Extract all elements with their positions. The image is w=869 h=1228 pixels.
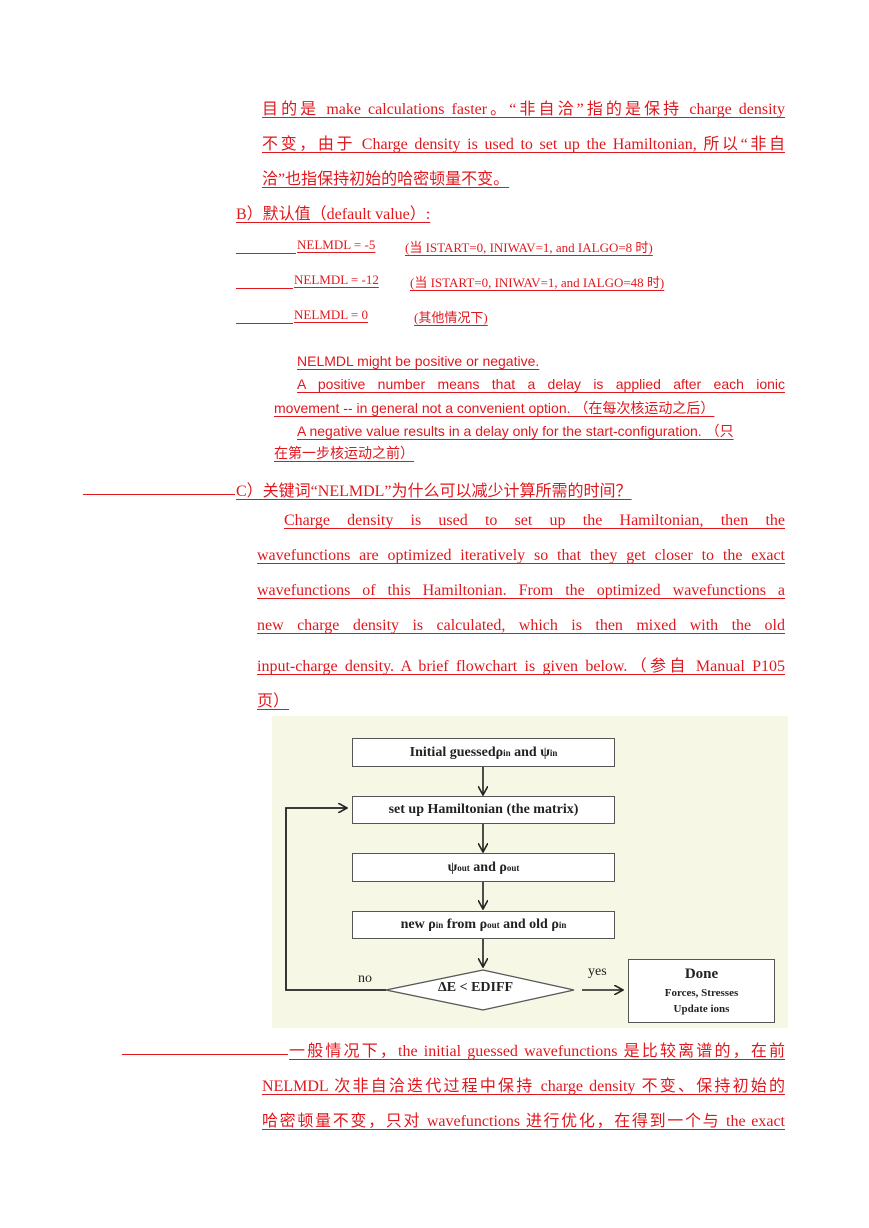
default-setting: NELMDL = -5 (297, 237, 376, 252)
paragraph-line: NELMDL 次非自洽迭代过程中保持 charge density 不变、保持初… (262, 1078, 785, 1095)
manual-note: A negative value results in a delay only… (297, 423, 734, 439)
box-done: Done Forces, Stresses Update ions (628, 959, 775, 1023)
leader-rule (83, 494, 235, 495)
done-line: Forces, Stresses (664, 987, 739, 999)
paragraph-line: 哈密顿量不变，只对 wavefunctions 进行优化，在得到一个与 the … (262, 1113, 785, 1130)
flowchart-connectors (285, 767, 788, 1011)
manual-note: movement -- in general not a convenient … (274, 400, 715, 416)
box-setup-hamiltonian: set up Hamiltonian (the matrix) (352, 796, 615, 824)
paragraph-line: Charge density is used to set up the Ham… (284, 512, 785, 529)
leader-rule (236, 288, 293, 289)
manual-note: NELMDL might be positive or negative. (297, 353, 540, 369)
manual-note: A positive number means that a delay is … (297, 376, 785, 392)
default-note: (当 ISTART=0, INIWAV=1, and IALGO=8 时) (405, 240, 653, 255)
no-label: no (358, 971, 372, 986)
done-line: Update ions (673, 1003, 730, 1015)
section-heading: C）关键词“NELMDL”为什么可以减少计算所需的时间？ (236, 483, 632, 500)
paragraph-line: 目的是 make calculations faster。“非自洽”指的是保持 … (262, 101, 785, 118)
default-note: (其他情况下) (414, 310, 488, 325)
paragraph-line: wavefunctions of this Hamiltonian. From … (257, 582, 785, 599)
paragraph-line: 不变，由于 Charge density is used to set up t… (262, 136, 785, 153)
manual-note: 在第一步核运动之前） (274, 445, 414, 461)
yes-label: yes (588, 964, 607, 979)
decision-diamond (385, 969, 575, 1011)
paragraph-line: 一般情况下，the initial guessed wavefunctions … (289, 1043, 785, 1060)
paragraph-line: 页） (257, 693, 290, 710)
default-note: (当 ISTART=0, INIWAV=1, and IALGO=48 时) (410, 275, 665, 290)
paragraph-line: 洽”也指保持初始的哈密顿量不变。 (262, 171, 510, 188)
decision-label: ΔE < EDIFF (438, 980, 514, 995)
section-heading: B）默认值（default value）: (236, 206, 431, 223)
leader-rule (122, 1054, 288, 1055)
paragraph-line: input-charge density. A brief flowchart … (257, 658, 785, 675)
leader-rule (236, 323, 293, 324)
default-setting: NELMDL = -12 (294, 272, 379, 287)
paragraph-line: new charge density is calculated, which … (257, 617, 785, 634)
default-setting: NELMDL = 0 (294, 307, 369, 322)
leader-rule (236, 253, 296, 254)
paragraph-line: wavefunctions are optimized iteratively … (257, 547, 785, 564)
done-title: Done (684, 966, 719, 982)
loop-back-arrow (285, 808, 386, 991)
